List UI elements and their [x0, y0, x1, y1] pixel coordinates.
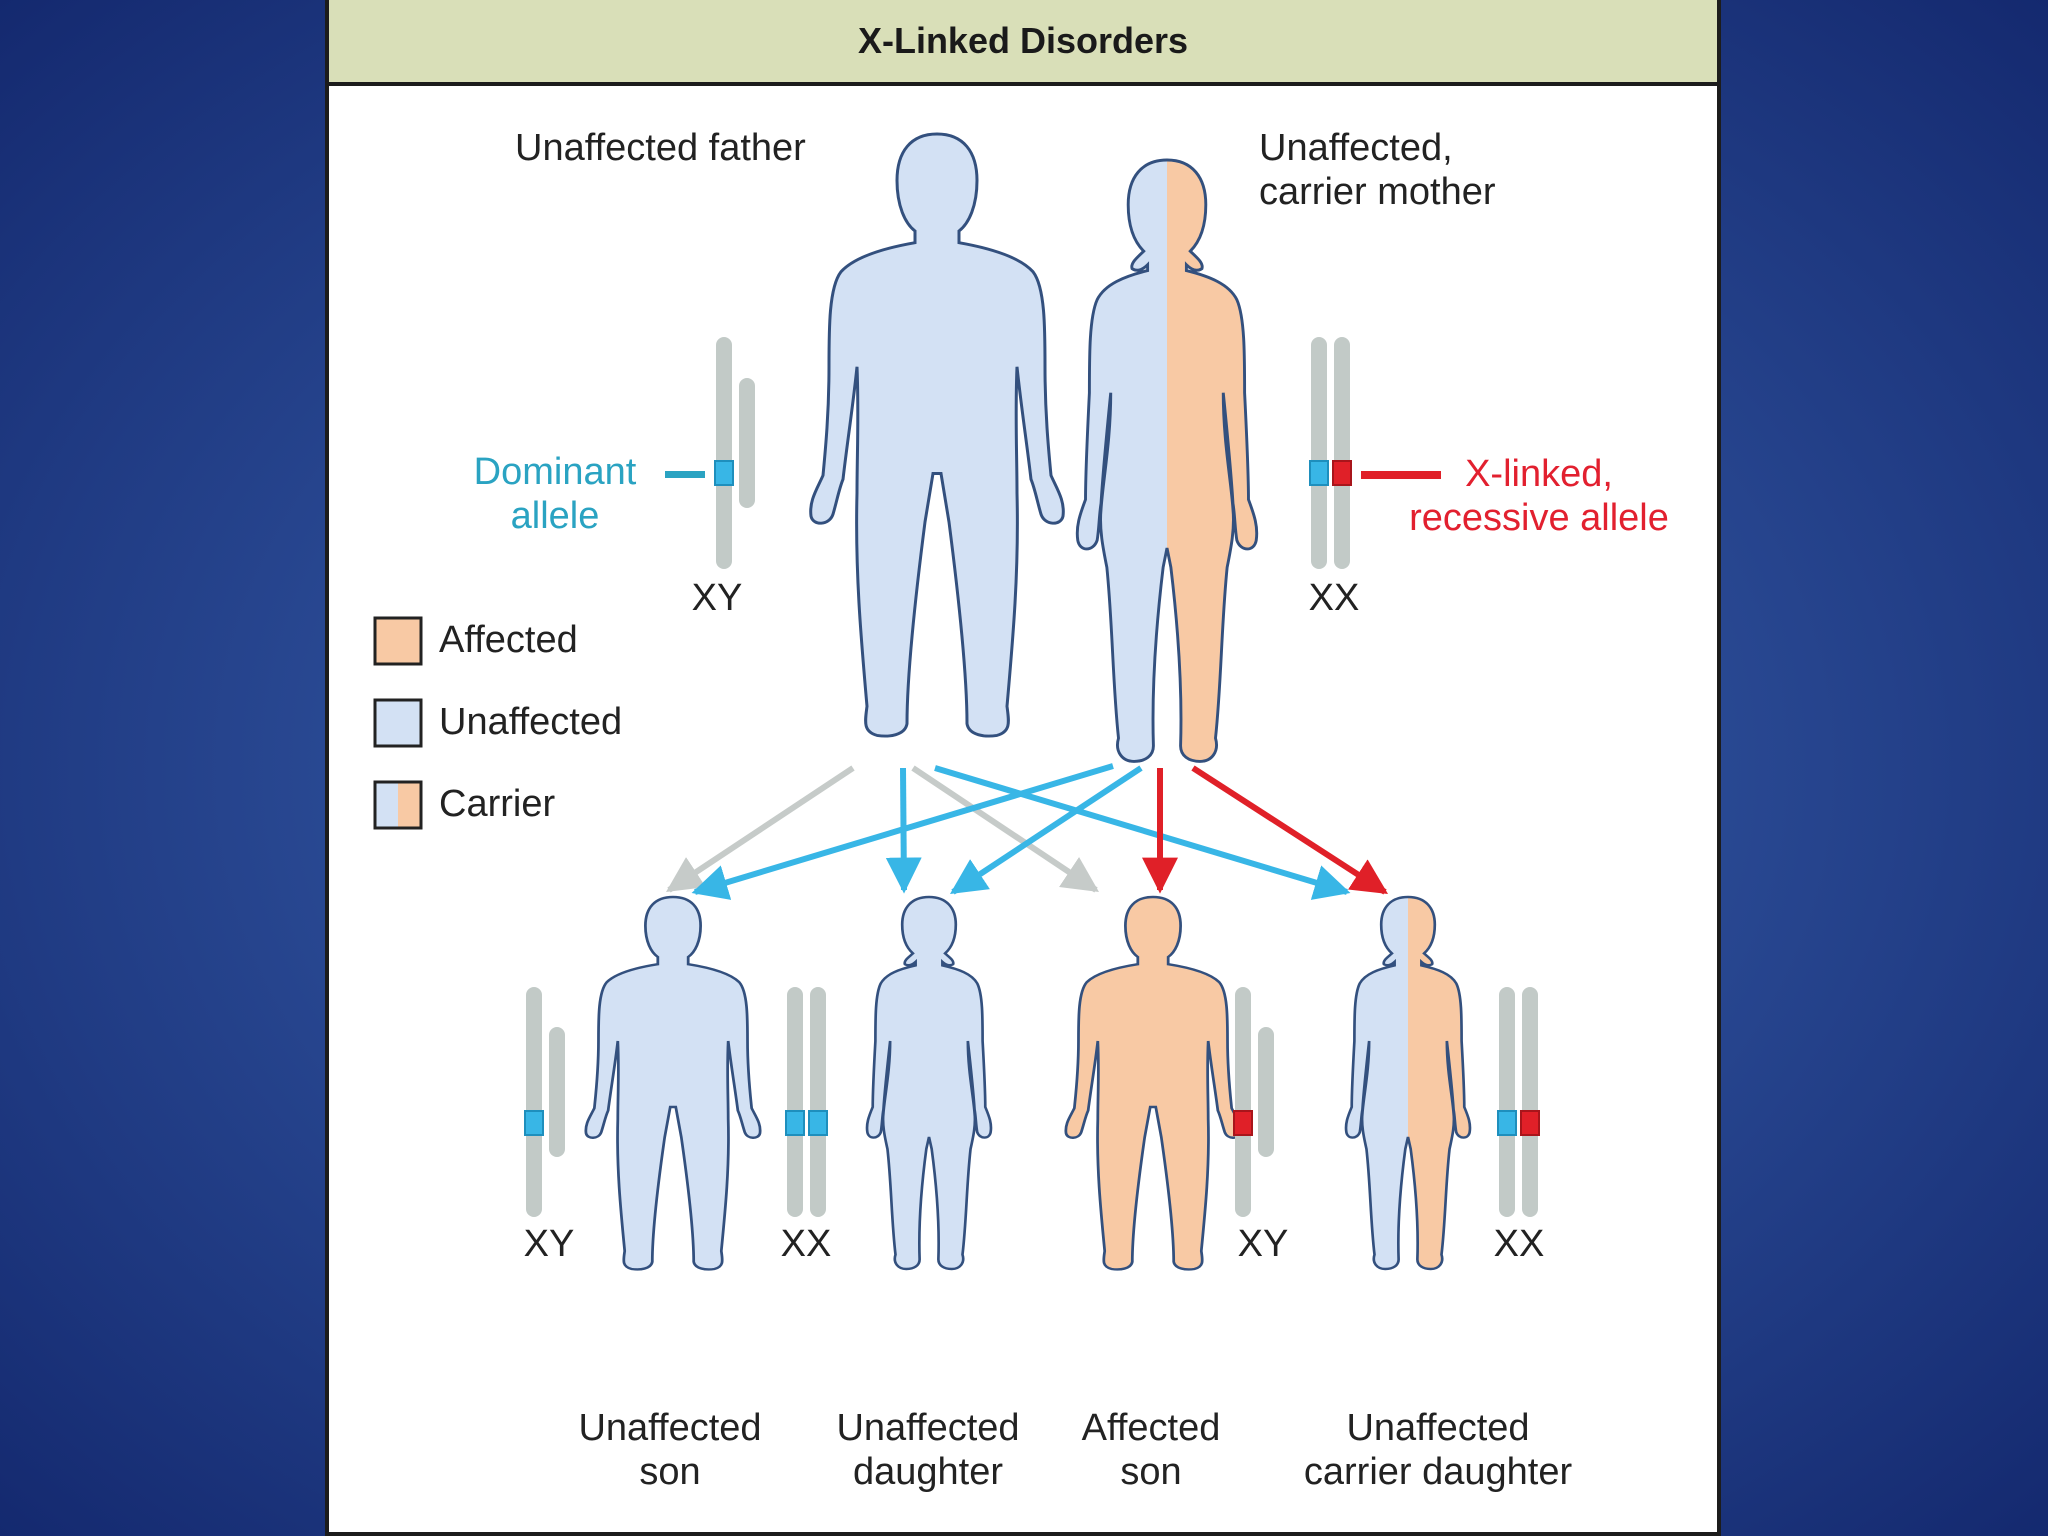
- father-chromosome-label: XY: [692, 577, 743, 619]
- diagram-panel: X-Linked Disorders: [325, 0, 1721, 1536]
- legend-affected-label: Affected: [439, 619, 578, 661]
- daughter2-chromosome-label: XX: [1494, 1223, 1545, 1265]
- recessive-allele-label-line2: recessive allele: [1409, 497, 1669, 539]
- child1-label-line2: son: [639, 1451, 700, 1493]
- mother-label-line1: Unaffected,: [1259, 127, 1453, 169]
- legend-carrier-label: Carrier: [439, 783, 555, 825]
- legend-unaffected-label: Unaffected: [439, 701, 622, 743]
- father-figure: [809, 132, 1065, 738]
- recessive-allele-label-line1: X-linked,: [1465, 453, 1613, 495]
- dominant-allele-label-line1: Dominant: [474, 451, 637, 493]
- son2-chromosome-label: XY: [1238, 1223, 1289, 1265]
- daughter1-chromosomes: [785, 987, 828, 1217]
- mother-chromosome-label: XX: [1309, 577, 1360, 619]
- child-affected-son: [1064, 895, 1242, 1271]
- diagram-svg: Unaffected father Unaffected, carrier mo…: [373, 127, 1669, 1493]
- child-carrier-daughter: [1344, 895, 1472, 1271]
- father-label: Unaffected father: [515, 127, 806, 169]
- legend-affected-swatch: [373, 616, 423, 666]
- mother-label-line2: carrier mother: [1259, 171, 1496, 213]
- diagram-title: X-Linked Disorders: [857, 20, 1189, 61]
- daughter2-chromosomes: [1497, 987, 1540, 1217]
- title-bar: X-Linked Disorders: [329, 0, 1717, 86]
- child4-label-line2: carrier daughter: [1304, 1451, 1573, 1493]
- legend-unaffected-swatch: [373, 698, 423, 748]
- son1-chromosomes: [524, 987, 565, 1217]
- child2-label-line2: daughter: [853, 1451, 1003, 1493]
- legend: Affected Unaffected Carrier: [373, 616, 622, 830]
- child3-label-line1: Affected: [1082, 1407, 1221, 1449]
- father-chromosomes: [665, 337, 755, 569]
- inheritance-arrows: [665, 763, 1389, 900]
- child3-label-line2: son: [1120, 1451, 1181, 1493]
- son2-chromosomes: [1233, 987, 1274, 1217]
- dominant-allele-label-line2: allele: [511, 495, 600, 537]
- mother-figure: [1075, 158, 1259, 763]
- daughter1-chromosome-label: XX: [781, 1223, 832, 1265]
- child2-label-line1: Unaffected: [836, 1407, 1019, 1449]
- mother-chromosomes: [1309, 337, 1441, 569]
- child4-label-line1: Unaffected: [1346, 1407, 1529, 1449]
- legend-carrier-swatch: [373, 780, 423, 830]
- child-unaffected-daughter: [865, 895, 993, 1271]
- son1-chromosome-label: XY: [524, 1223, 575, 1265]
- child1-label-line1: Unaffected: [578, 1407, 761, 1449]
- child-unaffected-son: [584, 895, 762, 1271]
